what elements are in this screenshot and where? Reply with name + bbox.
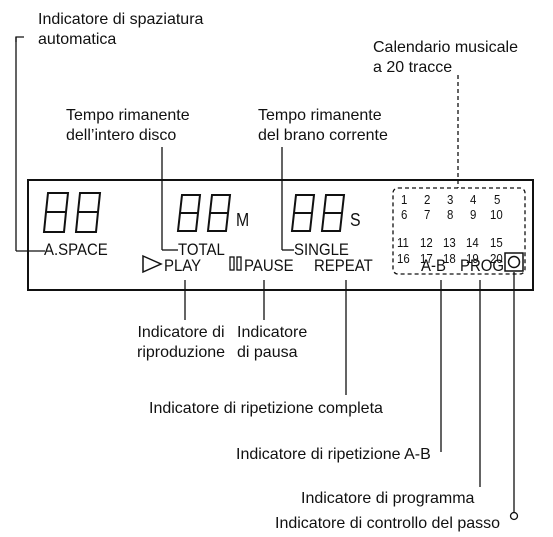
repeat-ab-label: Indicatore di ripetizione A-B [236, 446, 431, 463]
calendar-track-number: 16 [397, 251, 410, 266]
prog-indicator: PROG [460, 256, 505, 275]
total-remaining-label: Tempo rimanente dell’intero disco [66, 107, 190, 144]
total-indicator: TOTAL [178, 240, 225, 259]
auto-space-label: Indicatore di spaziatura automatica [38, 11, 204, 48]
calendar-track-number: 10 [490, 207, 503, 222]
track-digits [42, 192, 102, 233]
music-calendar-label: Calendario musicale a 20 tracce [373, 39, 518, 76]
lcd-frame [27, 179, 534, 291]
seconds-unit: S [350, 210, 361, 230]
pause-bars-icon [229, 256, 242, 271]
calendar-track-number: 7 [424, 207, 431, 222]
calendar-track-number: 6 [401, 207, 408, 222]
track-remaining-label: Tempo rimanente del brano corrente [258, 107, 388, 144]
play-triangle-icon [142, 254, 163, 274]
calendar-track-number: 9 [470, 207, 477, 222]
play-indicator: PLAY [164, 256, 202, 275]
calendar-box [392, 187, 526, 275]
calendar-track-number: 18 [443, 251, 456, 266]
pitch-control-icon [504, 252, 524, 272]
calendar-track-number: 11 [397, 235, 409, 250]
calendar-track-number: 19 [466, 251, 479, 266]
calendar-track-number: 20 [490, 251, 503, 266]
calendar-track-number: 5 [494, 192, 501, 207]
single-time-digits [290, 194, 346, 232]
calendar-track-number: 3 [447, 192, 454, 207]
calendar-track-number: 8 [447, 207, 454, 222]
calendar-track-number: 17 [420, 251, 433, 266]
single-indicator: SINGLE [294, 240, 349, 259]
a-space-indicator: A.SPACE [44, 240, 108, 259]
calendar-track-number: 13 [443, 235, 456, 250]
total-time-digits [176, 194, 232, 232]
repeat-all-label: Indicatore di ripetizione completa [149, 400, 383, 417]
pause-indicator: PAUSE [244, 256, 294, 275]
program-label: Indicatore di programma [301, 490, 475, 507]
pitch-control-label: Indicatore di controllo del passo [275, 515, 501, 532]
calendar-track-number: 12 [420, 235, 433, 250]
pause-indicator-label: Indicatore di pausa [237, 324, 308, 361]
repeat-indicator: REPEAT [314, 256, 373, 275]
ab-indicator: A-B [421, 256, 446, 275]
play-indicator-label: Indicatore di riproduzione [137, 324, 226, 361]
calendar-track-number: 14 [466, 235, 479, 250]
calendar-track-number: 1 [401, 192, 408, 207]
minutes-unit: M [236, 210, 250, 230]
calendar-track-number: 2 [424, 192, 431, 207]
calendar-track-number: 4 [470, 192, 477, 207]
calendar-track-number: 15 [490, 235, 503, 250]
